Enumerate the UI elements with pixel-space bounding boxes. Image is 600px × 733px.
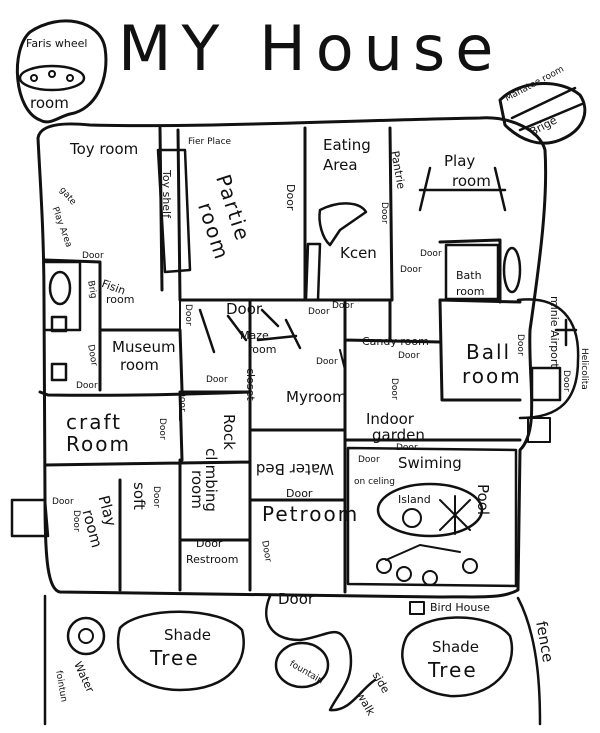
shade-right-label: Shade <box>432 638 479 656</box>
shade-tree-left <box>116 610 245 692</box>
shelf-pantry-label: Door <box>389 378 399 400</box>
door-bottom2-label: Door <box>278 590 315 608</box>
craft-label: craft <box>66 410 123 434</box>
ferris-wheel-label: Faris wheel <box>26 37 88 50</box>
door-k2-label: Door <box>400 265 422 275</box>
bird-house-label: Bird House <box>430 601 490 614</box>
myroom-label: Myroom <box>286 388 347 406</box>
climbing-room-label: room <box>188 470 206 509</box>
door-soft-label: Door <box>151 486 161 508</box>
swimming-label: Swiming <box>398 454 462 472</box>
rock-label: Rock <box>220 414 238 450</box>
door-maze-label: Door <box>308 307 330 317</box>
shade-left-label: Shade <box>164 626 211 644</box>
water-fountain-icon <box>66 616 106 656</box>
door-fish-label: Door <box>183 304 193 326</box>
kitchen-label: Kcen <box>340 244 377 262</box>
soft-play-box <box>10 498 50 538</box>
mini-airport-label: minie Airport <box>548 296 561 368</box>
indoor-label: Indoor <box>366 410 414 428</box>
ball-room-label: room <box>462 364 522 388</box>
door-gate-label: Door <box>52 497 74 507</box>
maze-label: Maze <box>240 329 269 342</box>
door-left3-label: Door <box>76 381 98 391</box>
maze-room-label: room <box>248 343 277 356</box>
ferris-room-label: room <box>30 94 69 112</box>
house-outline <box>36 116 548 599</box>
play-room-top-label: Play <box>444 152 476 170</box>
fireplace-label: Fier Place <box>188 137 232 147</box>
eating-label: Eating <box>323 136 371 154</box>
ferris-wheel-bubble <box>15 19 108 124</box>
area-label: Area <box>323 156 358 174</box>
door-ball-label: Door <box>515 334 525 356</box>
door-myroom-label: Door <box>177 390 187 412</box>
page-title: MY House <box>118 12 504 85</box>
heli-label: Helicolita <box>579 348 589 390</box>
shade-tree-right <box>401 616 514 698</box>
craft-room-label: Room <box>66 432 131 456</box>
door-museum-label: Door <box>206 375 228 385</box>
toy-shelf <box>156 148 192 274</box>
play-table <box>418 166 507 212</box>
tree-right-label: Tree <box>428 658 478 682</box>
museum-room-label: room <box>120 356 159 374</box>
water-bed-label: Water Bed <box>255 460 334 478</box>
door-candy-label: Door <box>398 351 420 361</box>
door-kitchen-label: Door <box>379 202 389 224</box>
door-markers <box>99 299 346 431</box>
candy-room-label: Candy room <box>362 335 429 348</box>
door-small1-label: Door <box>332 301 354 311</box>
door-rest-label: Door <box>196 537 223 550</box>
restroom-label: Restroom <box>186 553 239 566</box>
closet-label: closet <box>244 368 257 401</box>
fishing-room-label: room <box>106 293 135 306</box>
door-pool-label: Door <box>358 455 380 465</box>
door-pet-label: Door <box>286 487 313 500</box>
side-walk <box>265 594 377 712</box>
on-ceiling-label: on celing <box>354 477 395 487</box>
door-airport-label: Door <box>561 370 571 392</box>
toy-room-label: Toy room <box>70 140 139 158</box>
fence <box>43 594 542 726</box>
door-hall-label: Door <box>316 357 338 367</box>
ferris-wheel-icon <box>18 64 86 92</box>
fountain <box>274 641 330 689</box>
play-room-top2-label: room <box>452 172 491 190</box>
door-play-label: Door <box>71 510 81 532</box>
bath-fixture <box>444 243 500 301</box>
garden-label: garden <box>372 426 425 444</box>
island-label: Island <box>398 493 431 506</box>
island <box>376 482 484 538</box>
door-bath-label: Door <box>420 249 442 259</box>
swimming-pool <box>346 446 518 588</box>
door-left1-label: Door <box>82 251 104 261</box>
door-garden-label: Door <box>396 443 418 453</box>
soft-label: soft <box>130 482 148 510</box>
bridge-structure <box>498 82 587 145</box>
bath-room-label: room <box>456 285 485 298</box>
bird-house-icon <box>409 601 425 615</box>
ball-label: Ball <box>466 340 512 364</box>
kitchen-counter <box>318 202 368 247</box>
door-center-label: Door <box>226 300 263 318</box>
bath-label: Bath <box>456 269 482 282</box>
tree-left-label: Tree <box>150 646 200 670</box>
door-party-label: Door <box>284 184 297 211</box>
museum-label: Museum <box>112 338 176 356</box>
play-area-icon <box>48 270 72 306</box>
mini-airport <box>516 298 580 420</box>
pool-label: Pool <box>474 484 492 516</box>
bridge-left-label: Brig <box>85 279 99 300</box>
maze-scribbles <box>198 308 302 354</box>
pet-room-label: Petroom <box>262 502 360 526</box>
toy-shelf-label: Toy shelf <box>160 170 173 218</box>
door-craft-label: Door <box>157 418 167 440</box>
